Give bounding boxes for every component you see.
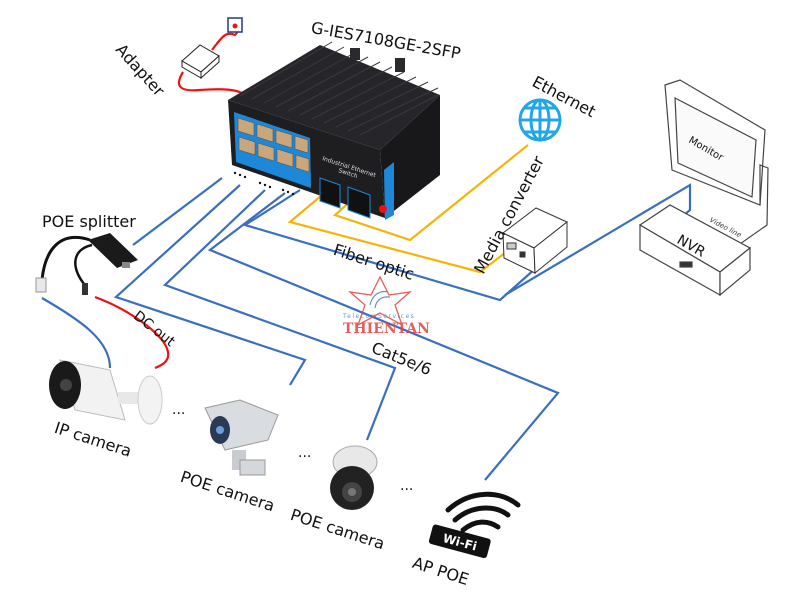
port-ellipsis	[233, 171, 295, 196]
din-clip	[395, 58, 405, 72]
cable-switch-to-splitter	[132, 177, 223, 246]
globe-icon	[518, 98, 562, 142]
fiber-lines	[287, 144, 529, 274]
heat-fins	[239, 41, 439, 136]
cable-switch-to-poe-camera-1	[113, 184, 307, 386]
thientan-watermark: TelecomServices THIENTAN	[342, 275, 430, 337]
ellipsis-3: ...	[400, 478, 414, 494]
fiber-switch-to-converter	[287, 194, 519, 274]
cable-switch-to-poe-camera-2	[162, 189, 397, 441]
sfp-ports	[319, 177, 371, 219]
ethernet-switch-to-globe	[332, 144, 529, 242]
brand-logo	[379, 205, 387, 213]
wifi-icon	[445, 491, 521, 533]
cat-cables	[41, 177, 692, 481]
dc-out-line	[94, 295, 170, 370]
nvr-icon	[638, 204, 752, 297]
adapter-to-switch	[177, 71, 245, 96]
watermark-line1: TelecomServices	[342, 313, 415, 320]
rj45-ports	[237, 117, 310, 173]
cable-switch-to-nvr	[242, 189, 546, 302]
media-converter-icon	[502, 207, 568, 275]
wall-outlet	[227, 17, 243, 33]
wifi-badge: Wi-Fi	[428, 524, 491, 559]
poe-splitter-icon	[35, 233, 138, 295]
poe-camera-1-icon	[204, 399, 279, 476]
poe-camera-2-icon	[330, 445, 378, 510]
poe-splitter-label: POE splitter	[42, 212, 136, 231]
ellipsis-2: ...	[298, 445, 312, 461]
watermark-line2: THIENTAN	[343, 321, 430, 337]
ellipsis-1: ...	[172, 402, 186, 418]
monitor-icon	[664, 79, 769, 273]
switch-right-side	[380, 95, 440, 218]
cable-splitter-to-ip-camera	[41, 297, 112, 369]
adapter-icon	[181, 44, 220, 80]
cable-switch-to-ap	[207, 192, 560, 481]
din-clip	[350, 48, 360, 60]
ip-camera-icon	[49, 359, 163, 425]
industrial-switch: Industrial Ethernet Switch	[228, 41, 440, 220]
brand-strip	[384, 162, 394, 220]
power-lines	[94, 23, 245, 370]
